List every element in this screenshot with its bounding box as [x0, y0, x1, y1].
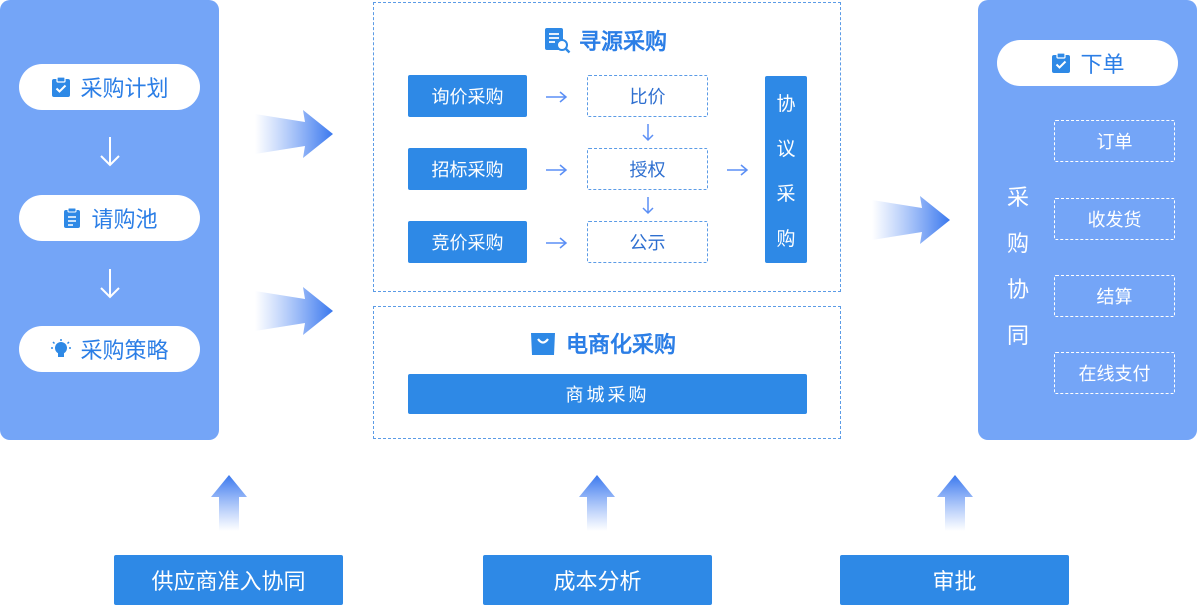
flow-arrow-icon [872, 196, 950, 244]
agreement-char: 购 [776, 227, 796, 250]
authorize-step[interactable]: 授权 [587, 148, 708, 190]
arrow-down-icon [100, 269, 120, 299]
plan-pill[interactable]: 采购计划 [19, 64, 200, 110]
ecommerce-title-text: 电商化采购 [566, 333, 677, 358]
vertical-char: 同 [1006, 324, 1029, 349]
pill-label: 下单 [1080, 53, 1125, 78]
settlement-item[interactable]: 结算 [1054, 275, 1175, 317]
sourcing-title-text: 寻源采购 [579, 30, 668, 55]
collab-vertical-label: 采 购 协 同 [1005, 180, 1031, 350]
place-order-pill[interactable]: 下单 [997, 40, 1178, 86]
arrow-right-icon [546, 164, 568, 176]
lightbulb-icon [50, 338, 72, 360]
arrow-right-icon [546, 91, 568, 103]
up-arrow-icon [937, 475, 973, 531]
strategy-pill[interactable]: 采购策略 [19, 326, 200, 372]
tender-purchase-button[interactable]: 招标采购 [408, 148, 527, 190]
pill-label: 采购策略 [80, 339, 169, 364]
arrow-right-icon [546, 237, 568, 249]
mall-purchase-button[interactable]: 商城采购 [408, 374, 807, 414]
up-arrow-icon [579, 475, 615, 531]
search-doc-icon [543, 26, 571, 54]
agreement-char: 采 [776, 182, 796, 205]
order-item[interactable]: 订单 [1054, 120, 1175, 162]
cost-analysis-button[interactable]: 成本分析 [483, 555, 712, 605]
arrow-down-icon [642, 124, 654, 142]
ecommerce-box [373, 306, 841, 439]
online-payment-item[interactable]: 在线支付 [1054, 352, 1175, 394]
approval-button[interactable]: 审批 [840, 555, 1069, 605]
flow-arrow-icon [255, 110, 333, 158]
pill-label: 采购计划 [80, 77, 169, 102]
vertical-char: 协 [1006, 278, 1029, 303]
inquiry-purchase-button[interactable]: 询价采购 [408, 75, 527, 117]
pill-label: 请购池 [91, 208, 158, 233]
sourcing-title: 寻源采购 [543, 24, 667, 56]
clipboard-check-icon [1050, 52, 1072, 74]
vertical-char: 购 [1006, 232, 1029, 257]
clipboard-check-icon [50, 76, 72, 98]
list-doc-icon [61, 207, 83, 229]
publicize-step[interactable]: 公示 [587, 221, 708, 263]
shipping-item[interactable]: 收发货 [1054, 198, 1175, 240]
vertical-char: 采 [1006, 186, 1029, 211]
ecommerce-title: 电商化采购 [528, 327, 676, 359]
requisition-pool-pill[interactable]: 请购池 [19, 195, 200, 241]
flow-arrow-icon [255, 287, 333, 335]
up-arrow-icon [211, 475, 247, 531]
agreement-char: 协 [776, 92, 796, 115]
bidding-purchase-button[interactable]: 竞价采购 [408, 221, 527, 263]
arrow-down-icon [642, 197, 654, 215]
arrow-right-icon [727, 164, 749, 176]
supplier-admission-button[interactable]: 供应商准入协同 [114, 555, 343, 605]
arrow-down-icon [100, 137, 120, 167]
agreement-purchase-button[interactable]: 协 议 采 购 [765, 76, 807, 263]
compare-price-step[interactable]: 比价 [587, 75, 708, 117]
sourcing-box [373, 2, 841, 292]
shopping-bag-icon [528, 328, 558, 358]
agreement-char: 议 [776, 137, 796, 160]
